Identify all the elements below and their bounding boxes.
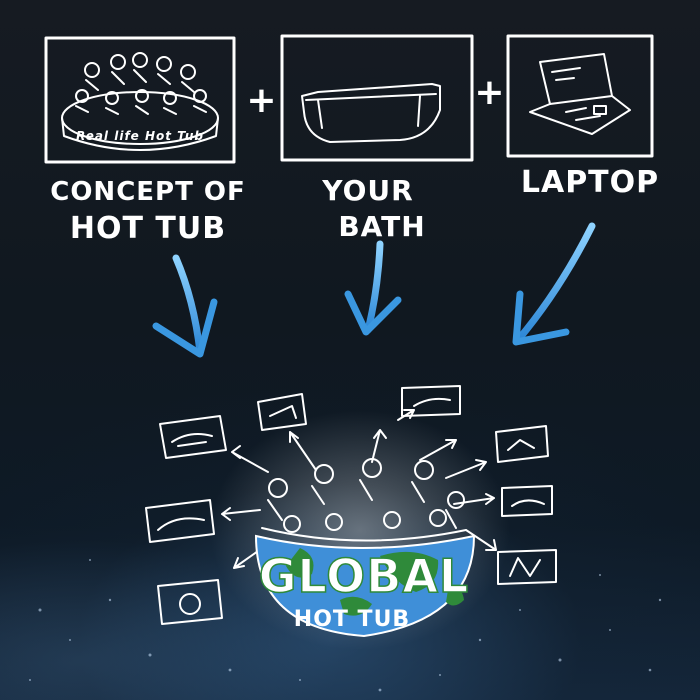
input-label-laptop: LAPTOP bbox=[521, 165, 659, 200]
plus-operator-1: + bbox=[246, 80, 277, 121]
arrow-from-hot-tub bbox=[152, 254, 218, 358]
hot-tub-with-people-icon bbox=[61, 52, 219, 151]
laptop-icon bbox=[529, 53, 631, 135]
bathtub-icon bbox=[301, 83, 441, 143]
output-frame-4 bbox=[495, 425, 549, 463]
input-label-hot-tub-line1: CONCEPT OF bbox=[50, 177, 246, 207]
input-bath bbox=[280, 34, 474, 162]
result-title: GLOBAL bbox=[259, 549, 470, 603]
globe-bowl-icon bbox=[254, 534, 476, 638]
laptop-frame bbox=[506, 34, 654, 158]
flow-arrows bbox=[152, 222, 596, 358]
input-label-bath-line2: BATH bbox=[338, 210, 425, 243]
output-frame-6 bbox=[145, 499, 215, 543]
input-label-bath-line1: YOUR bbox=[321, 174, 413, 207]
output-frame-1 bbox=[159, 415, 227, 459]
output-frames bbox=[145, 385, 557, 625]
plus-operator-2: + bbox=[474, 72, 505, 113]
tub-people-icon bbox=[261, 458, 467, 542]
arrow-from-laptop bbox=[512, 222, 596, 346]
output-frame-5 bbox=[501, 485, 553, 517]
bath-frame bbox=[280, 34, 474, 162]
output-frame-8 bbox=[157, 579, 223, 625]
hot-tub-inner-caption: Real life Hot Tub bbox=[76, 129, 204, 143]
outward-arrows bbox=[221, 409, 497, 569]
output-frame-2 bbox=[257, 393, 307, 431]
input-hot-tub: Real life Hot Tub bbox=[44, 36, 236, 164]
output-frame-3 bbox=[401, 385, 461, 417]
input-label-hot-tub-line2: HOT TUB bbox=[70, 211, 226, 246]
hot-tub-frame bbox=[44, 36, 236, 164]
sparkle-field bbox=[29, 559, 662, 692]
arrow-from-bath bbox=[344, 240, 402, 336]
input-laptop bbox=[506, 34, 654, 158]
output-frame-7 bbox=[497, 549, 557, 585]
result-subtitle: HOT TUB bbox=[294, 607, 410, 632]
